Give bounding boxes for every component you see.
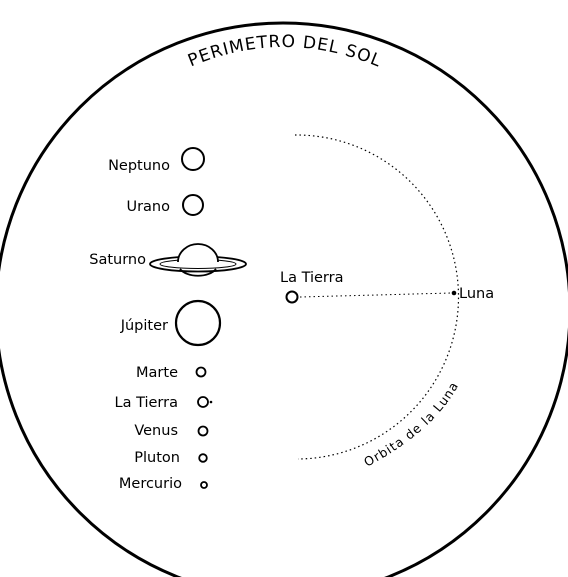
list-item: Marte xyxy=(136,365,205,381)
list-item: Pluton xyxy=(134,450,207,466)
earth-center-icon xyxy=(287,292,298,303)
earth-moon-distance-line xyxy=(300,293,452,297)
planet-label-pluton: Pluton xyxy=(134,450,180,466)
planet-label-marte: Marte xyxy=(136,365,178,381)
moon-small-icon xyxy=(210,401,213,404)
pluto-icon xyxy=(199,454,207,462)
mars-icon xyxy=(197,368,206,377)
venus-icon xyxy=(199,427,208,436)
earth-center-label: La Tierra xyxy=(280,270,344,286)
planet-label-urano: Urano xyxy=(126,199,170,215)
list-item: Saturno xyxy=(89,244,246,276)
list-item: Venus xyxy=(134,423,207,439)
list-item: Júpiter xyxy=(120,301,220,345)
list-item: Mercurio xyxy=(119,476,207,492)
planet-label-neptuno: Neptuno xyxy=(108,158,170,174)
planet-list: Neptuno Urano Saturno Júpiter Marte La T… xyxy=(89,148,246,492)
planet-label-mercurio: Mercurio xyxy=(119,476,182,492)
jupiter-icon xyxy=(176,301,220,345)
planet-label-jupiter: Júpiter xyxy=(120,318,168,334)
earth-icon xyxy=(198,397,208,407)
list-item: Urano xyxy=(126,195,203,215)
saturn-icon xyxy=(150,244,246,276)
mercury-icon xyxy=(201,482,207,488)
neptune-icon xyxy=(182,148,204,170)
planet-label-la-tierra: La Tierra xyxy=(115,395,179,411)
moon-label: Luna xyxy=(459,286,494,302)
uranus-icon xyxy=(183,195,203,215)
planet-label-venus: Venus xyxy=(134,423,178,439)
sun-perimeter-title: PERIMETRO DEL SOL xyxy=(185,32,384,72)
moon-icon xyxy=(452,291,457,296)
list-item: La Tierra xyxy=(115,395,213,411)
list-item: Neptuno xyxy=(108,148,204,174)
moon-orbit-label: Orbita de la Luna xyxy=(361,379,461,470)
planet-label-saturno: Saturno xyxy=(89,252,146,268)
